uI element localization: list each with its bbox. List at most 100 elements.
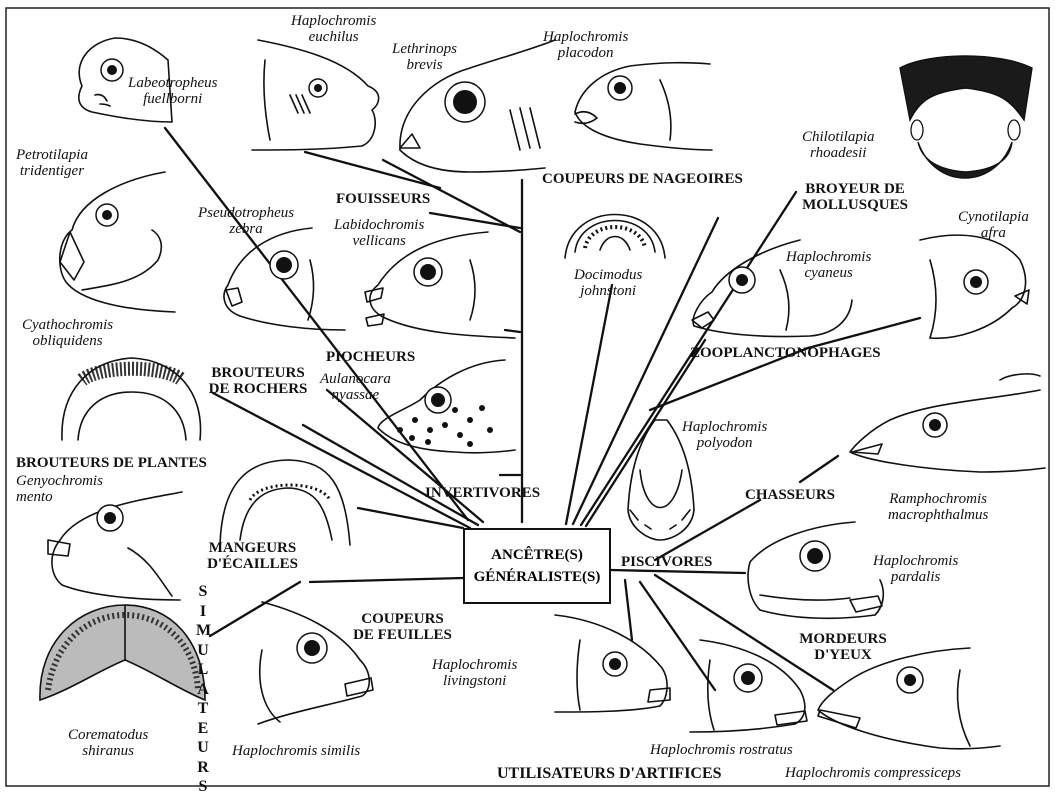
group-brouteurs-rochers: BROUTEURS DE ROCHERS (203, 366, 313, 398)
mangeurs-jaw-drawing (220, 460, 350, 545)
line-labido (505, 330, 520, 332)
species-h-euchilus-genus: Haplochromis (291, 14, 376, 30)
group-simulateurs: SIMULATEURS (196, 582, 210, 792)
species-lethrinops-genus: Lethrinops (392, 42, 457, 58)
group-coupeurs-feuilles-line2: DE FEUILLES (345, 628, 460, 644)
species-h-cyaneus-genus: Haplochromis (786, 250, 871, 266)
species-corematodus: Corematodus shiranus (68, 728, 148, 760)
species-cynotilapia-epithet: afra (958, 226, 1029, 242)
chilotilapia-jaw-drawing (900, 56, 1032, 178)
species-labeotropheus-genus: Labeotropheus (128, 76, 217, 92)
ramphochromis-head-drawing (850, 374, 1045, 472)
group-mordeurs-line1: MORDEURS (788, 632, 898, 648)
species-h-livingstoni-genus: Haplochromis (432, 658, 517, 674)
species-h-compressiceps: Haplochromis compressiceps (785, 766, 961, 782)
line-piocheurs-b (327, 390, 483, 522)
species-cynotilapia-genus: Cynotilapia (958, 210, 1029, 226)
species-cynotilapia: Cynotilapia afra (958, 210, 1029, 242)
species-chilotilapia-genus: Chilotilapia (802, 130, 875, 146)
species-ramphochromis-epithet: macrophthalmus (888, 508, 988, 524)
species-chilotilapia-epithet: rhoadesii (802, 146, 875, 162)
line-fouisseurs-c (430, 213, 520, 228)
species-lethrinops-epithet: brevis (392, 58, 457, 74)
group-mordeurs-line2: D'YEUX (788, 648, 898, 664)
species-h-similis: Haplochromis similis (232, 744, 360, 760)
species-chilotilapia: Chilotilapia rhoadesii (802, 130, 875, 162)
cyathochromis-jaw-drawing (62, 358, 201, 440)
group-invertivores: INVERTIVORES (425, 486, 540, 502)
species-labeotropheus: Labeotropheus fuellborni (128, 76, 217, 108)
group-piocheurs: PIOCHEURS (326, 350, 415, 366)
line-livingstoni (625, 580, 632, 640)
group-mangeurs-line1: MANGEURS (195, 541, 310, 557)
ancestor-label-line1: ANCÊTRE(S) (491, 544, 583, 566)
species-h-pardalis-epithet: pardalis (873, 570, 958, 586)
group-coupeurs-nageoires: COUPEURS DE NAGEOIRES (542, 172, 743, 188)
aulonocara-head-drawing (378, 360, 515, 453)
genyochromis-head-drawing (48, 492, 182, 600)
line-rostratus (640, 582, 715, 690)
species-corematodus-epithet: shiranus (68, 744, 148, 760)
pardalis-head-drawing (748, 522, 883, 618)
species-labidochromis-epithet: vellicans (334, 234, 424, 250)
species-petrotilapia-genus: Petrotilapia (16, 148, 88, 164)
group-coupeurs-feuilles: COUPEURS DE FEUILLES (345, 612, 460, 644)
species-docimodus: Docimodus johnstoni (574, 268, 642, 300)
species-h-placodon: Haplochromis placodon (543, 30, 628, 62)
line-ramphochromis (800, 456, 838, 482)
species-petrotilapia: Petrotilapia tridentiger (16, 148, 88, 180)
species-genyochromis-genus: Genyochromis (16, 474, 103, 490)
species-h-euchilus-epithet: euchilus (291, 30, 376, 46)
species-petrotilapia-epithet: tridentiger (16, 164, 88, 180)
species-pseudotropheus-epithet: zebra (198, 222, 294, 238)
species-h-placodon-epithet: placodon (543, 46, 628, 62)
species-cyathochromis-genus: Cyathochromis (22, 318, 113, 334)
species-ramphochromis: Ramphochromis macrophthalmus (888, 492, 988, 524)
euchilus-head-drawing (252, 40, 379, 150)
ancestor-box: ANCÊTRE(S) GÉNÉRALISTE(S) (463, 528, 611, 604)
species-aulonocara-epithet: nyassae (320, 388, 391, 404)
docimodus-jaw-drawing (565, 215, 665, 259)
cynotilapia-head-drawing (920, 235, 1029, 338)
species-ramphochromis-genus: Ramphochromis (888, 492, 988, 508)
line-mangeurs (310, 578, 463, 582)
species-cyathochromis: Cyathochromis obliquidens (22, 318, 113, 350)
group-broyeur-line1: BROYEUR DE (790, 182, 920, 198)
species-h-polyodon: Haplochromis polyodon (682, 420, 767, 452)
group-chasseurs: CHASSEURS (745, 488, 835, 504)
line-genyochromis (358, 508, 463, 528)
species-docimodus-genus: Docimodus (574, 268, 642, 284)
species-h-placodon-genus: Haplochromis (543, 30, 628, 46)
species-genyochromis: Genyochromis mento (16, 474, 103, 506)
species-h-cyaneus-epithet: cyaneus (786, 266, 871, 282)
placodon-head-drawing (575, 63, 712, 150)
group-brouteurs-plantes: BROUTEURS DE PLANTES (16, 456, 207, 472)
species-h-pardalis: Haplochromis pardalis (873, 554, 958, 586)
species-docimodus-epithet: johnstoni (574, 284, 642, 300)
group-mangeurs-ecailles: MANGEURS D'ÉCAILLES (195, 541, 310, 573)
line-brouteurs-plantes (213, 393, 470, 528)
group-mangeurs-line2: D'ÉCAILLES (195, 557, 310, 573)
species-labidochromis-genus: Labidochromis (334, 218, 424, 234)
species-pseudotropheus: Pseudotropheus zebra (198, 206, 294, 238)
group-zooplanctonophages: ZOOPLANCTONOPHAGES (690, 346, 881, 362)
group-mordeurs-yeux: MORDEURS D'YEUX (788, 632, 898, 664)
species-pseudotropheus-genus: Pseudotropheus (198, 206, 294, 222)
line-fouisseurs-b (305, 152, 440, 188)
corematodus-jaw-drawing (40, 605, 205, 700)
group-utilisateurs-artifices: UTILISATEURS D'ARTIFICES (497, 766, 722, 783)
species-h-polyodon-epithet: polyodon (682, 436, 767, 452)
species-aulonocara-genus: Aulanocara (320, 372, 391, 388)
species-h-polyodon-genus: Haplochromis (682, 420, 767, 436)
species-genyochromis-epithet: mento (16, 490, 103, 506)
group-brouteurs-rochers-line2: DE ROCHERS (203, 382, 313, 398)
species-corematodus-genus: Corematodus (68, 728, 148, 744)
line-chasseurs (655, 500, 760, 560)
species-h-rostratus: Haplochromis rostratus (650, 743, 793, 759)
group-brouteurs-rochers-line1: BROUTEURS (203, 366, 313, 382)
species-h-pardalis-genus: Haplochromis (873, 554, 958, 570)
species-h-euchilus: Haplochromis euchilus (291, 14, 376, 46)
species-h-livingstoni: Haplochromis livingstoni (432, 658, 517, 690)
